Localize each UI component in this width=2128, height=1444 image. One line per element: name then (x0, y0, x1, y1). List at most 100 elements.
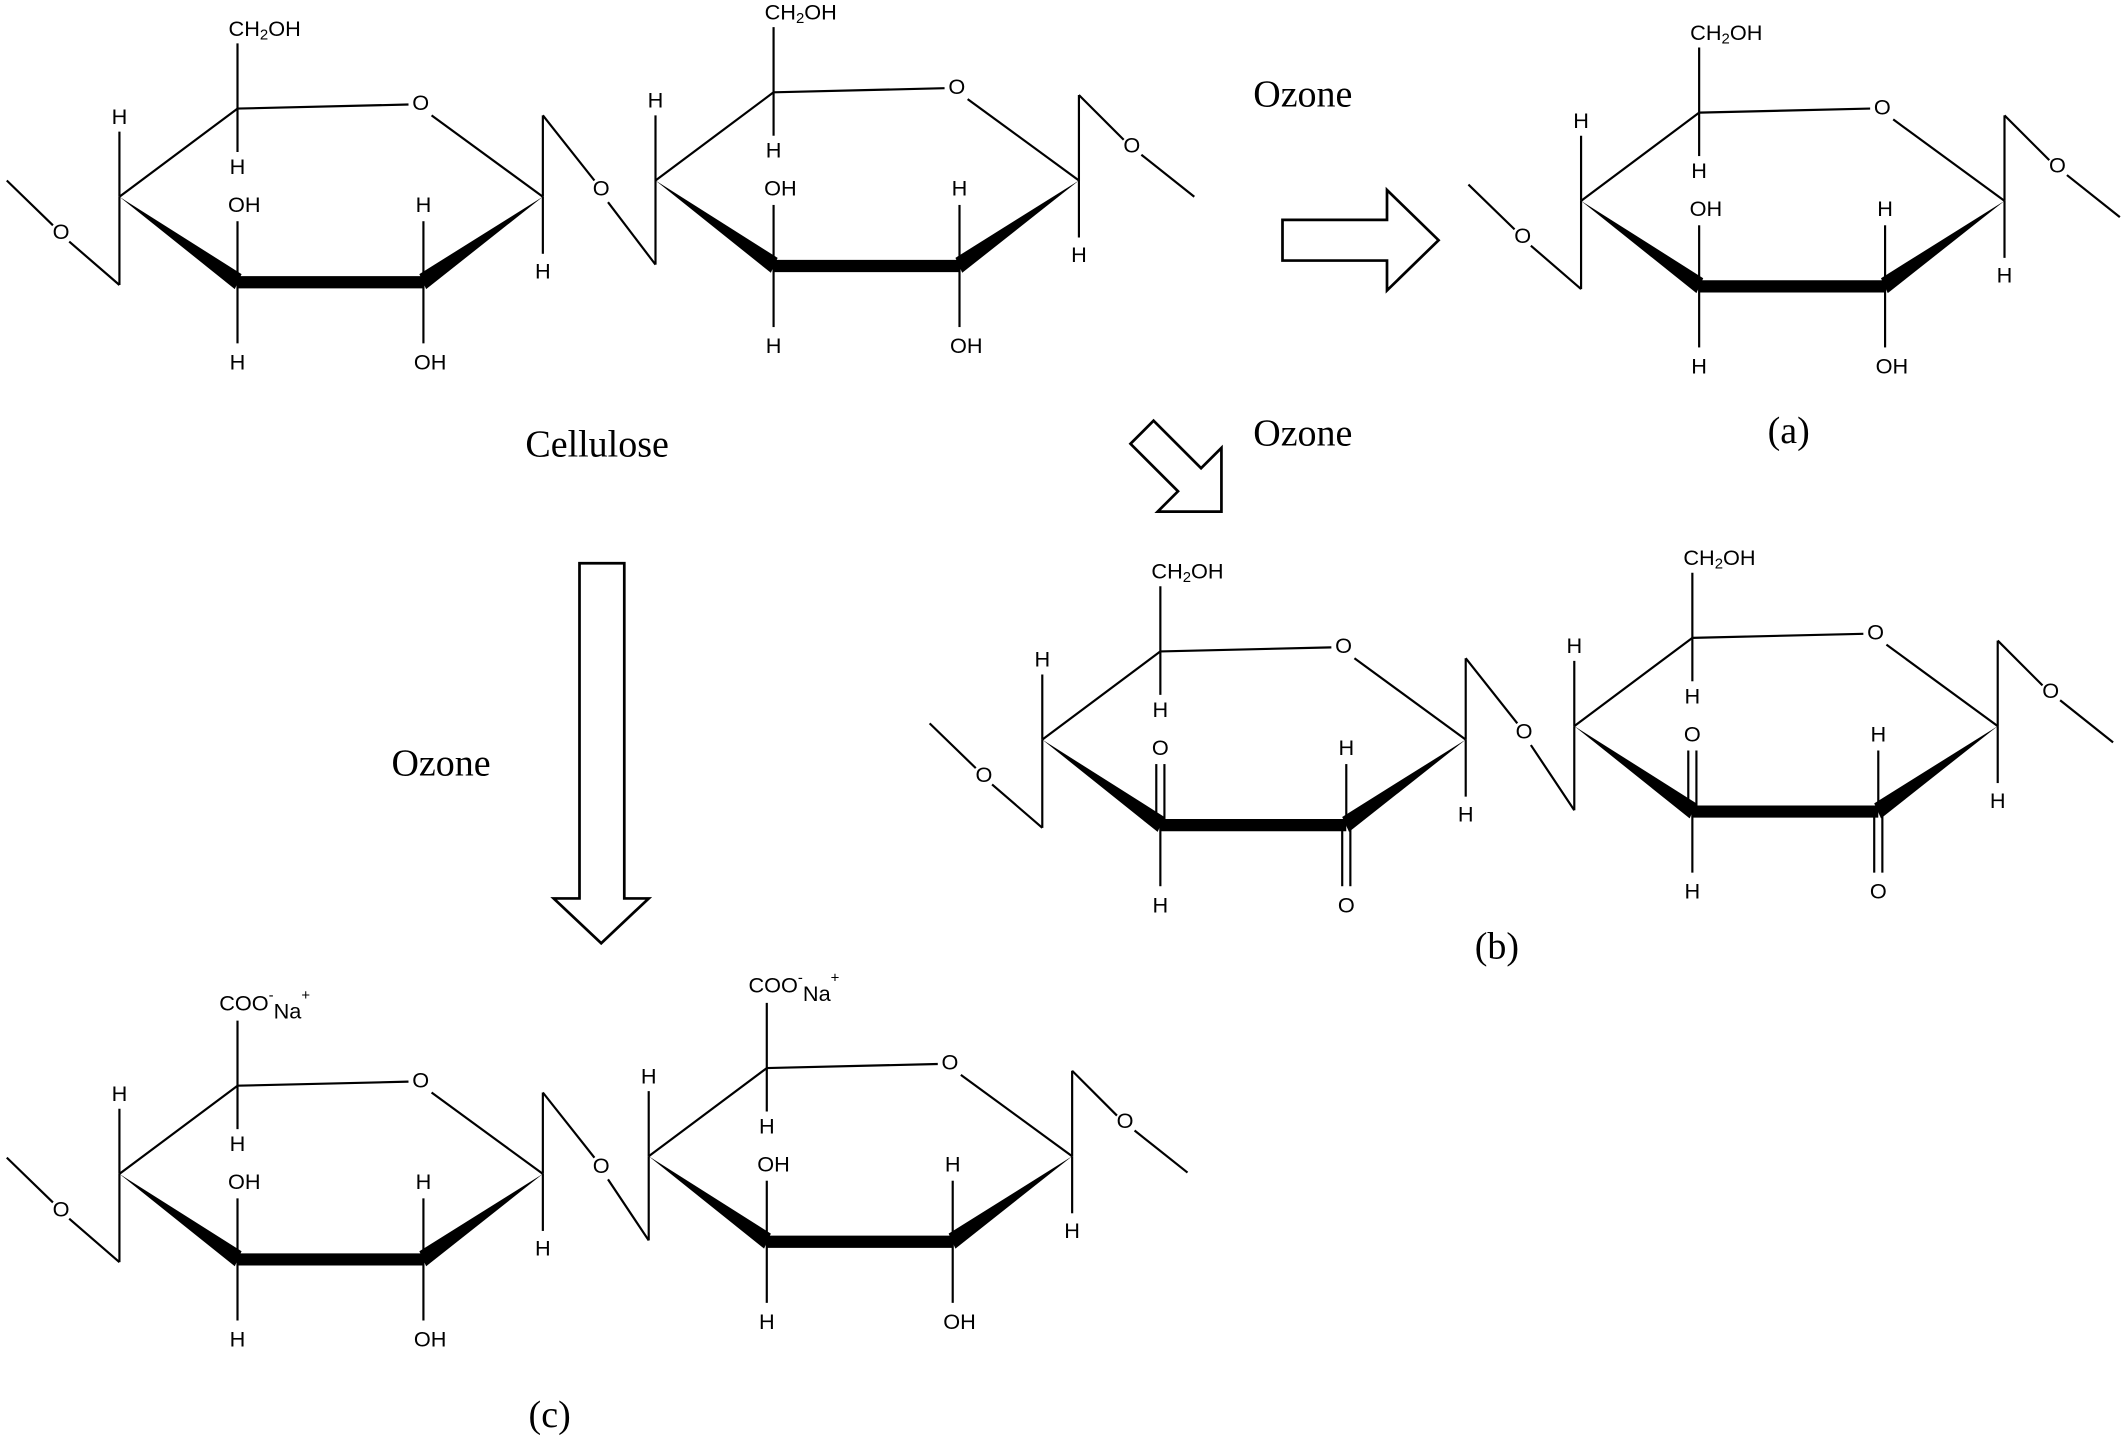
atom-label: O (1870, 879, 1887, 904)
atom-label: H (766, 333, 782, 358)
bond (1892, 118, 2006, 202)
bond (1140, 153, 1195, 198)
bond (1133, 1129, 1189, 1174)
ch2oh-group: CH2OH (1683, 545, 1755, 573)
bond (1041, 650, 1162, 741)
atom-label: H (1870, 721, 1886, 746)
wedge-bond (119, 1173, 242, 1267)
ch2oh-group: CH2OH (765, 0, 837, 27)
atom-label: H (1338, 735, 1354, 760)
atom-label: OH (414, 1327, 447, 1352)
atom-label: OH (228, 1169, 261, 1194)
bond (1529, 744, 1576, 811)
atom-label: O (1117, 1108, 1134, 1133)
atom-label: O (1338, 892, 1355, 917)
atom-label: O (53, 1196, 70, 1221)
ch2oh-group: CH2OH (229, 16, 301, 44)
atom-label: OH (757, 1152, 790, 1177)
bond (1071, 1070, 1118, 1117)
atom-label: H (112, 104, 128, 129)
atom-label: H (1034, 647, 1050, 672)
atom-label: H (1685, 879, 1701, 904)
bond (68, 240, 121, 286)
wedge-bond (119, 196, 242, 290)
bond (1699, 107, 1871, 114)
wedge-bond (1042, 739, 1165, 832)
product-label-b: (b) (1475, 926, 1519, 968)
atom-label: H (1990, 788, 2006, 813)
atom-label: H (1566, 633, 1582, 658)
structures: OCH2OHHHOHHHOHHOOOCH2OHHHOHHHOHHOOCH2OHH… (6, 0, 2121, 1352)
bond (118, 1084, 239, 1175)
bond (6, 1156, 54, 1204)
ch2oh-group: CH2OH (1151, 558, 1223, 586)
wedge-bond (1881, 200, 2005, 294)
atom-label: H (648, 88, 664, 113)
bond (2003, 114, 2051, 161)
ch2oh-group: CH2OH (1690, 20, 1762, 48)
atom-label: H (1153, 892, 1169, 917)
atom-label: H (1997, 263, 2013, 288)
bond (1573, 636, 1694, 727)
bond (960, 1073, 1073, 1158)
bond (430, 114, 544, 198)
atom-label: O (1335, 633, 1352, 658)
atom-label: OH (1690, 196, 1723, 221)
atom-label: H (416, 192, 432, 217)
ozone-label-c: Ozone (391, 743, 490, 785)
atom-label: OH (1876, 354, 1909, 379)
bond (6, 179, 54, 227)
atom-label: H (759, 1114, 775, 1139)
atom-label: H (952, 176, 968, 201)
atom-label: O (53, 219, 70, 244)
atom-label: O (1867, 620, 1884, 645)
bond (1160, 646, 1332, 653)
atom-label: O (412, 90, 429, 115)
bond (1692, 632, 1864, 639)
bond (928, 722, 977, 769)
atom-label: O (2049, 153, 2066, 178)
wedge-bond (419, 1173, 543, 1267)
atom-label: H (1685, 683, 1701, 708)
atom-label: H (1153, 697, 1169, 722)
bond (2066, 174, 2121, 218)
atom-label: O (975, 762, 992, 787)
wedge-bond (655, 180, 778, 273)
atom-label: OH (228, 192, 261, 217)
atom-label: O (412, 1067, 429, 1092)
wedge-bond (1581, 200, 1704, 294)
wedge-bond (955, 180, 1079, 273)
wedge-bond (1342, 739, 1466, 832)
bond (2059, 699, 2114, 744)
atom-label: H (230, 154, 246, 179)
bond (991, 783, 1043, 829)
atom-label: H (945, 1152, 961, 1177)
bond (68, 1217, 121, 1263)
atom-label: H (1064, 1218, 1080, 1243)
bond (1996, 639, 2044, 687)
bond (766, 1062, 938, 1070)
wedge-bond (419, 196, 543, 290)
atom-label: OH (414, 349, 447, 374)
bond (648, 1067, 768, 1158)
coo-na-group: COO-Na+ (219, 987, 310, 1023)
atom-label: O (1516, 719, 1533, 744)
atom-label: H (535, 259, 551, 284)
bond (607, 201, 657, 266)
ozone-label-b: Ozone (1253, 413, 1352, 455)
atom-label: O (593, 1153, 610, 1178)
atom-label: H (1573, 108, 1589, 133)
atom-label: O (942, 1050, 959, 1075)
product-label-a: (a) (1768, 410, 1810, 452)
cellulose-label: Cellulose (525, 424, 669, 466)
bond (430, 1091, 544, 1175)
ozone-label-a: Ozone (1253, 73, 1352, 115)
atom-label: H (112, 1081, 128, 1106)
bond (542, 114, 596, 182)
atom-label: H (1877, 196, 1893, 221)
